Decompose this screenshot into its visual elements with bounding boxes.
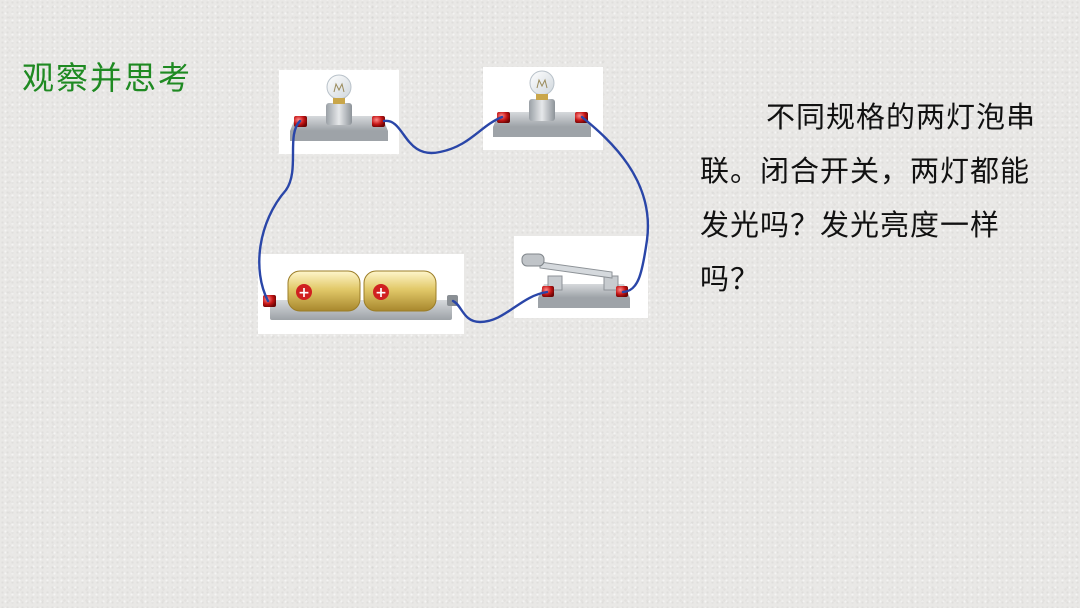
switch-icon (521, 253, 630, 308)
svg-text:+: + (298, 285, 310, 301)
lamp-2 (483, 67, 603, 150)
wire-switch-to-battery (451, 290, 549, 324)
wire-lamp2-to-switch (580, 115, 650, 294)
lamp-1 (279, 70, 399, 154)
wires (258, 115, 650, 324)
lamp-2-base-front (493, 127, 591, 137)
lamp-2-socket (529, 99, 555, 121)
wire-lamp1-to-lamp2 (382, 115, 504, 155)
question-text: 不同规格的两灯泡串联。闭合开关，两灯都能发光吗？发光亮度一样吗？ (700, 100, 1037, 296)
battery-icon: + + (287, 270, 437, 312)
light-bulb-icon (529, 70, 555, 100)
light-bulb-icon (326, 74, 352, 104)
lamp-1-socket (326, 103, 352, 125)
lamp-1-base-front (290, 131, 388, 141)
slide-title: 观察并思考 (22, 59, 193, 97)
knife-switch (514, 236, 648, 318)
svg-text:+: + (375, 285, 387, 301)
battery-pack: + + (258, 254, 464, 334)
wire-battery-to-lamp1 (258, 119, 302, 303)
